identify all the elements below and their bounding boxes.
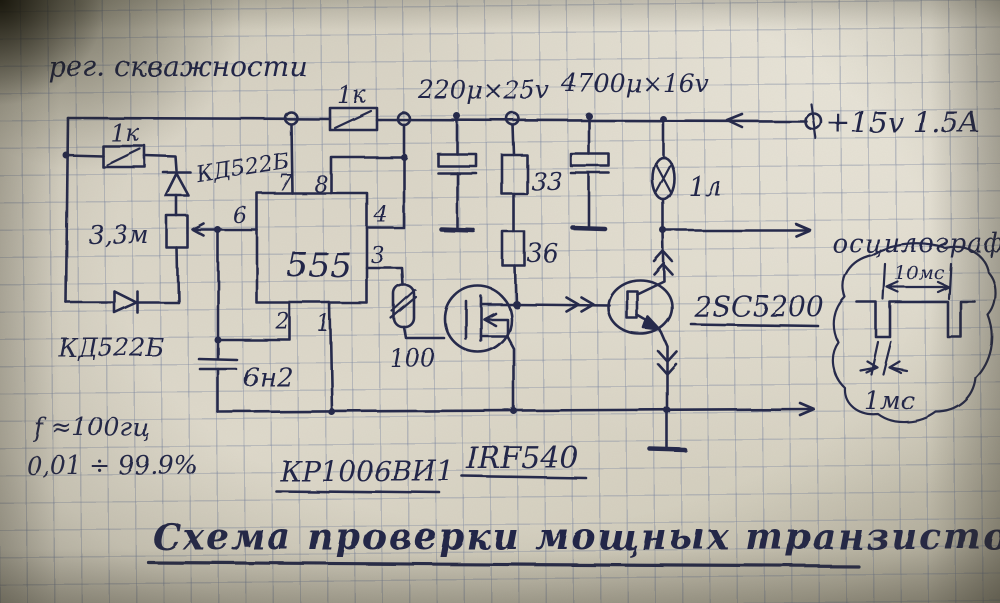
divider-res-lower-label: 36: [527, 239, 559, 268]
scope-pulse-label: 1мс: [864, 386, 915, 415]
mosfet-label: IRF540: [465, 441, 579, 476]
pin6-label: 6: [233, 204, 247, 229]
diode-lower-label: КД522Б: [57, 333, 164, 362]
diode-upper-label: КД522Б: [194, 149, 291, 188]
scope-waveform: [855, 300, 977, 339]
pin8-label: 8: [314, 173, 328, 198]
gate-resistor-100-symbol: [389, 283, 418, 329]
filter-cap1-label: 220μ×25v: [418, 76, 550, 105]
chip-name-underline: [274, 489, 442, 495]
power-rail: [66, 102, 823, 141]
title-underline: [146, 560, 860, 568]
mosfet-label-underline: [460, 474, 588, 480]
ground-bus: [216, 401, 816, 417]
frequency-label: f ≈100гц: [32, 413, 150, 442]
potentiometer-label: 3,3м: [88, 220, 149, 249]
supply-label: +15v 1.5A: [826, 105, 980, 139]
timing-capacitor-symbol: [197, 338, 239, 414]
npn-label-underline: [689, 322, 820, 328]
filter-cap2-label: 4700μ×16v: [561, 69, 709, 98]
pin7-label: 7: [278, 171, 292, 196]
pin4-label: 4: [373, 203, 388, 228]
duty-range-label: 0,01 ÷ 99.9%: [26, 451, 198, 480]
mosfet-symbol: [443, 284, 520, 413]
mosfet-source-lead: [479, 334, 516, 413]
timer-chip-name-label: КР1006ВИ1: [279, 455, 455, 488]
npn-base-bar: [625, 289, 639, 320]
filter-cap-220u-symbol: [436, 114, 478, 233]
resistor-left-1k-symbol: [101, 144, 147, 169]
duty-cycle-network: [62, 116, 259, 314]
duty-regulator-label: рег. скважности: [48, 50, 307, 83]
pin3-label: 3: [371, 244, 385, 269]
resistor-rail-label: 1к: [337, 81, 367, 109]
filter-cap-4700u-symbol: [569, 114, 611, 232]
base-wire: [514, 302, 611, 307]
lamp-label: 1л: [688, 172, 722, 203]
pin3-wire: [365, 266, 405, 287]
lamp-symbol: [650, 119, 676, 234]
mosfet-arrow-icon: [482, 311, 509, 338]
timing-capacitor-label: 6н2: [243, 363, 293, 393]
oscilloscope-label: осцилограф: [832, 229, 1000, 259]
power-transistor-label: 2SC5200: [693, 290, 824, 323]
pin2-label: 2: [275, 310, 290, 335]
divider-resistors-symbol: [500, 123, 529, 306]
diode-lower-symbol: [112, 289, 139, 314]
schematic-title: Схема проверки мощных транзисторов: [152, 516, 1000, 558]
gate-wire: [402, 325, 446, 340]
emitter-arrow-icon: [642, 315, 662, 332]
pin1-label: 1: [317, 312, 331, 337]
ground-icon: [647, 446, 688, 453]
scope-tap-wire: [661, 222, 812, 238]
resistor-left-label: 1к: [110, 119, 140, 147]
diode-upper-symbol: [162, 171, 193, 198]
timer-chip-label: 555: [287, 246, 352, 286]
scope-period-label: 10мс: [894, 262, 945, 284]
resistor-rail-1k-symbol: [328, 106, 379, 132]
divider-res-upper-label: 33: [531, 167, 563, 196]
gate-resistor-label: 100: [389, 344, 435, 372]
